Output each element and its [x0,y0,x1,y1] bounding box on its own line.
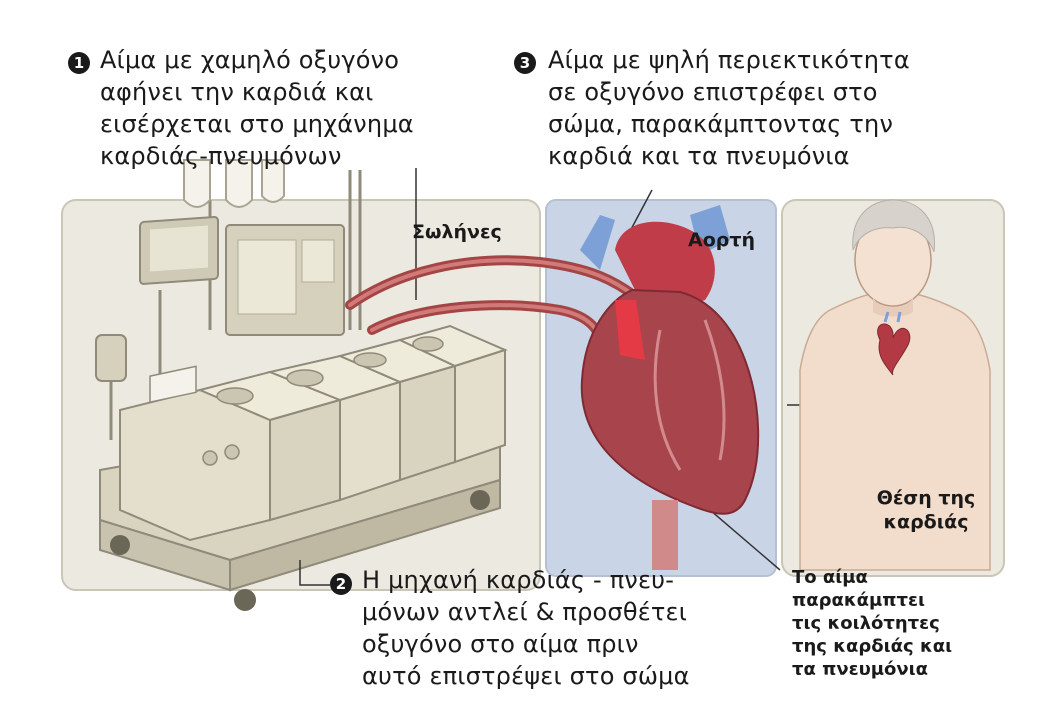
bypass-label: Το αίμα παρακάμπτει τις κοιλότητες της κ… [792,566,1022,681]
monitor-right [226,225,344,335]
heart-position-label: Θέση της καρδιάς [866,486,986,534]
step-2-badge: 2 [330,573,352,595]
step-3-text: Αίμα με ψηλή περιεκτικότητα σε οξυγόνο ε… [548,44,1018,172]
step-2-text: Η μηχανή καρδιάς - πνευ- μόνων αντλεί & … [362,564,782,692]
tubes-label: Σωλήνες [412,220,502,244]
step-1-text: Αίμα με χαμηλό οξυγόνο αφήνει την καρδιά… [100,44,500,172]
step-1-badge: 1 [68,52,90,74]
step-3-badge: 3 [514,52,536,74]
aorta-label: Αορτή [688,228,755,252]
